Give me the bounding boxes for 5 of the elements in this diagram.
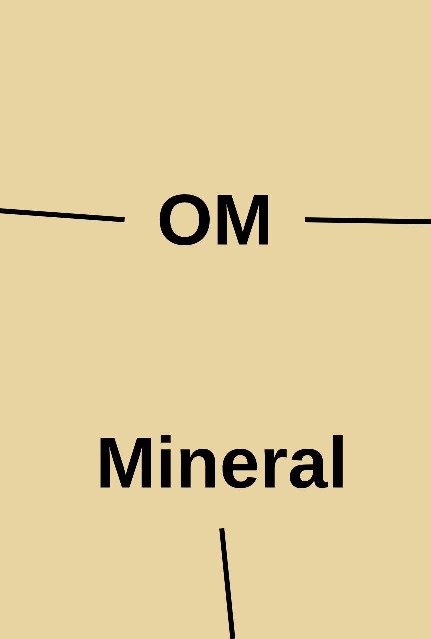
connector-line	[305, 218, 431, 224]
word-label: Mineral	[100, 436, 343, 488]
word-label: OM	[160, 194, 268, 246]
connector-line	[0, 208, 125, 222]
connector-line	[220, 528, 236, 639]
